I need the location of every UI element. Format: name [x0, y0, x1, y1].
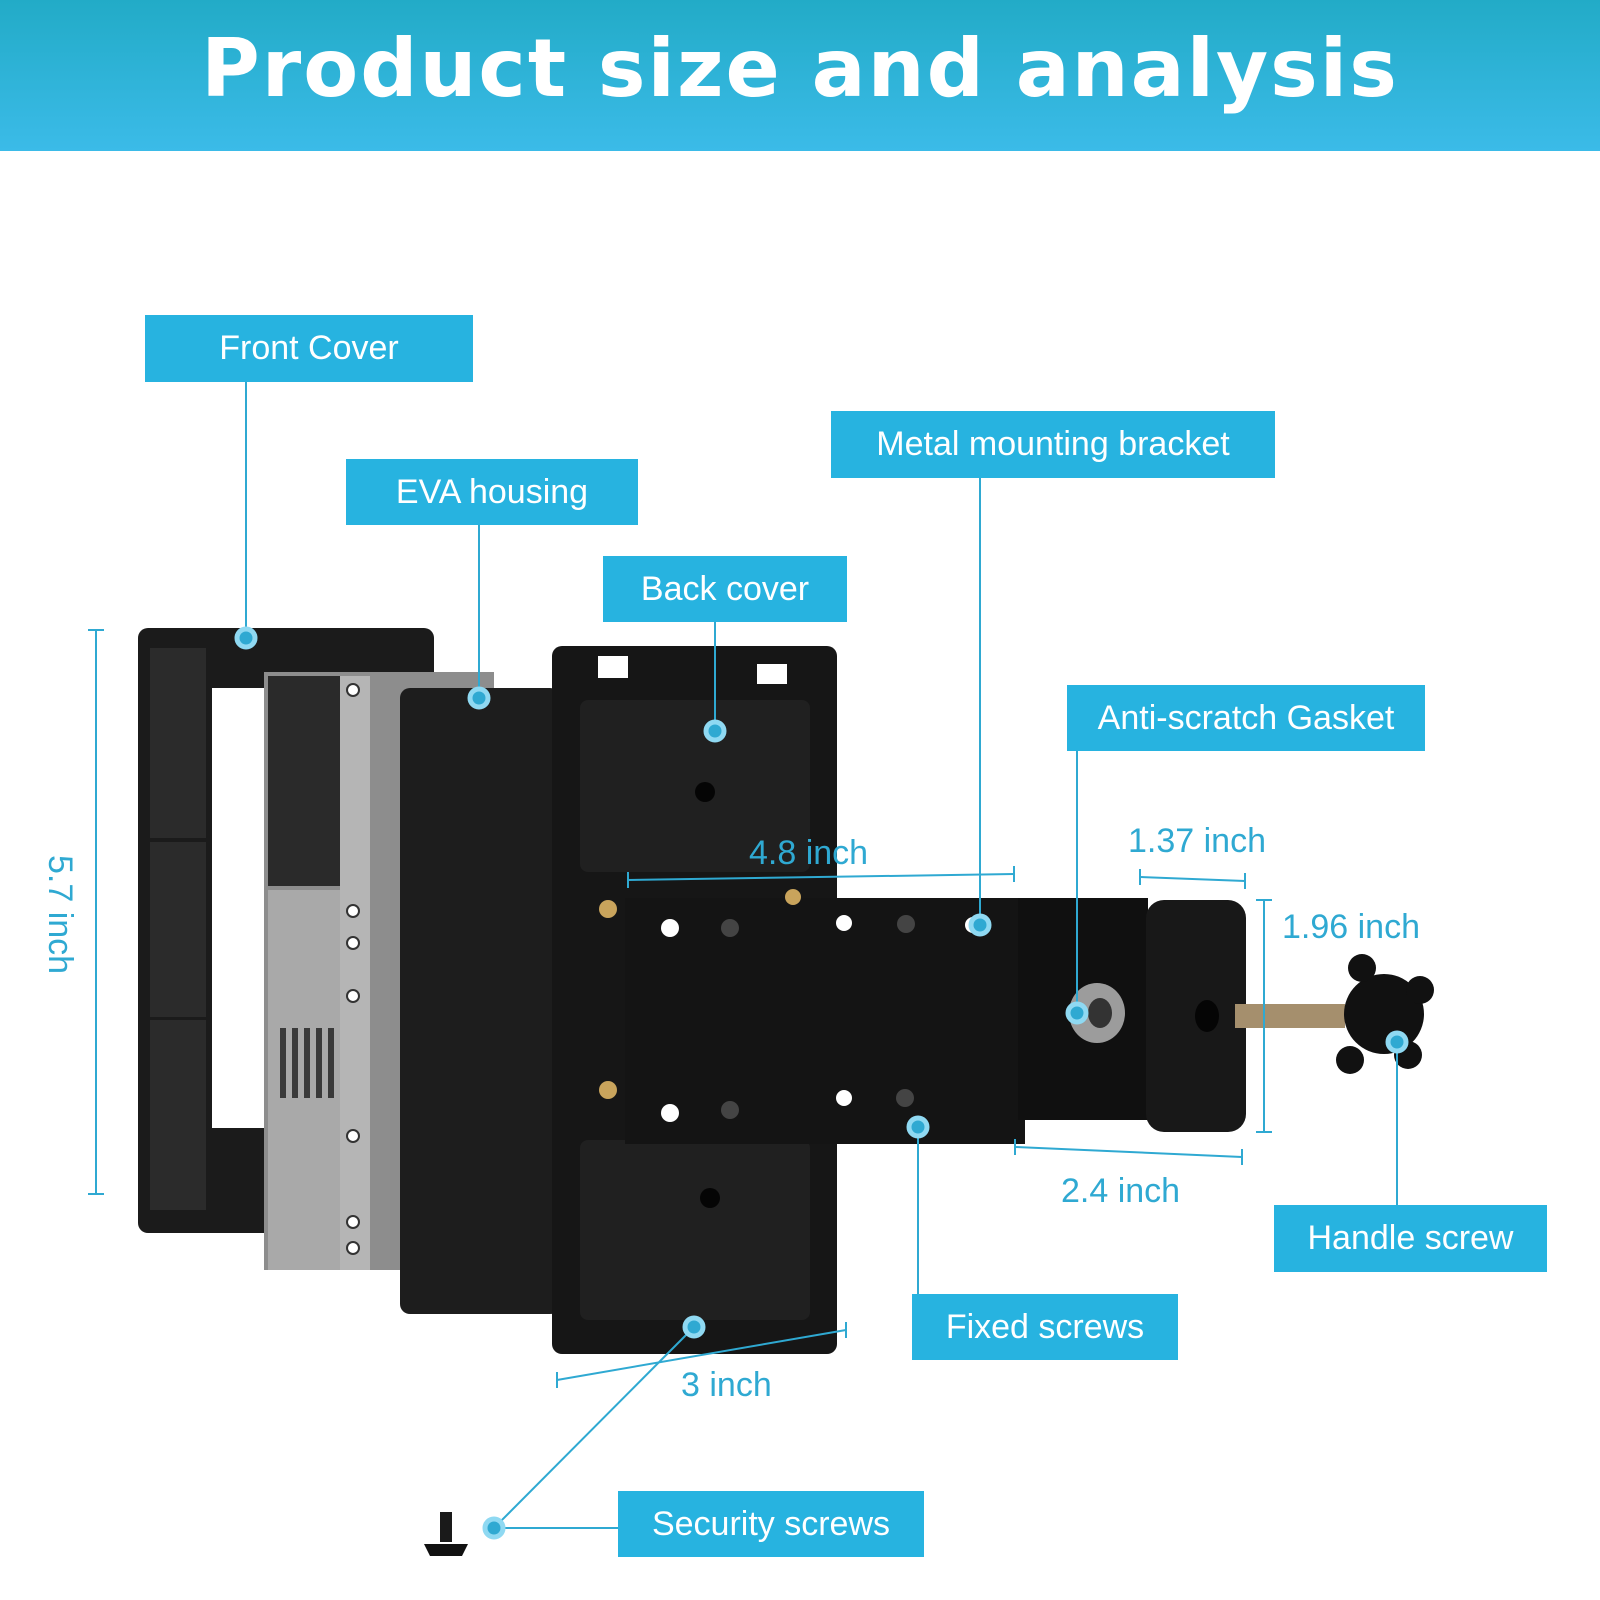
clamp-height-dimension-label: 1.96 inch: [1282, 908, 1420, 946]
fixed-screws-callout: Fixed screws: [912, 1294, 1178, 1360]
metal-bracket-callout: Metal mounting bracket: [831, 411, 1275, 478]
clamp-depth-dimension-label: 1.37 inch: [1128, 822, 1266, 860]
handle-screw-callout: Handle screw: [1274, 1205, 1547, 1272]
back-width-dimension-label: 3 inch: [681, 1366, 772, 1404]
eva-housing-callout: EVA housing: [346, 459, 638, 525]
security-screws-callout: Security screws: [618, 1491, 924, 1557]
back-cover-callout: Back cover: [603, 556, 847, 622]
dimension-lines: [88, 629, 1272, 1388]
leader-lines: [245, 382, 1398, 1529]
height-dimension-label: 5.7 inch: [41, 855, 79, 975]
metal-bracket-part: [599, 889, 1246, 1144]
gasket-callout: Anti-scratch Gasket: [1067, 685, 1425, 751]
banner-title: Product size and analysis: [201, 22, 1399, 115]
eva-housing-part: [400, 688, 560, 1314]
width-main-dimension-label: 4.8 inch: [749, 834, 869, 872]
front-cover-callout: Front Cover: [145, 315, 473, 382]
title-banner: Product size and analysis: [0, 0, 1600, 151]
leader-dots: [234, 626, 1409, 1540]
security-screw-part: [424, 1512, 468, 1556]
clamp-length-dimension-label: 2.4 inch: [1061, 1172, 1181, 1210]
